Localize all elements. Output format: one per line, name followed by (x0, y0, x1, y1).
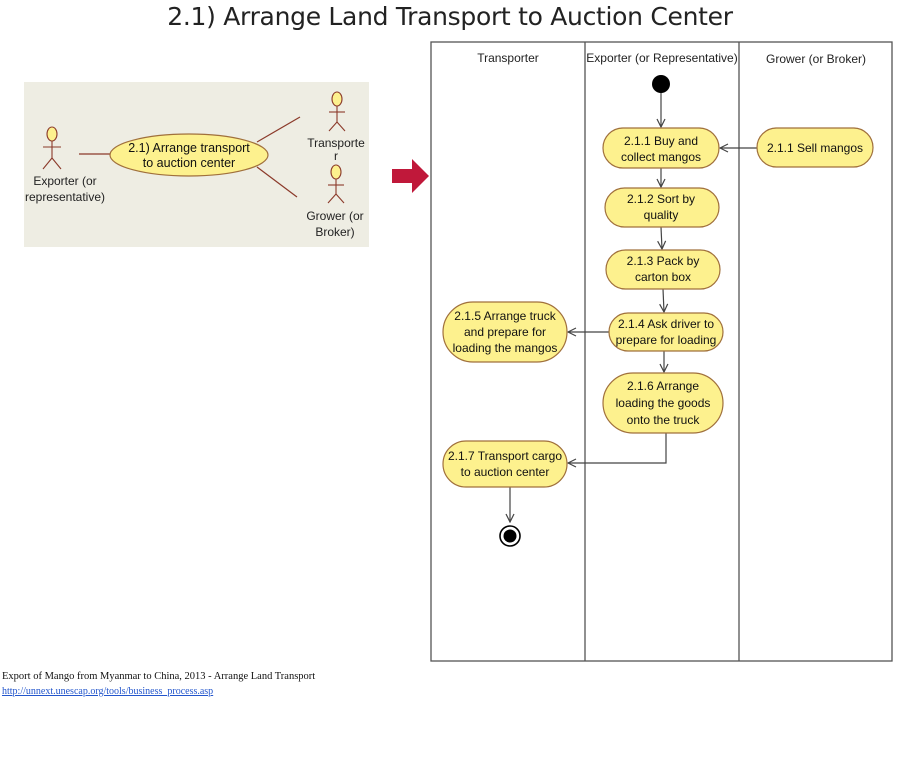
activity-buy-collect: 2.1.1 Buy and collect mangos (602, 127, 720, 169)
actor-exporter-icon (42, 126, 62, 170)
start-node-icon (652, 75, 670, 93)
flow-pack-ask (663, 288, 664, 312)
svg-text:loading the goods: loading the goods (616, 396, 711, 410)
actor-grower-label-line1: Grower (or (306, 209, 363, 223)
svg-text:2.1.6 Arrange: 2.1.6 Arrange (627, 379, 699, 393)
lane-title-exporter: Exporter (or Representative) (586, 51, 737, 65)
source-caption: Export of Mango from Myanmar to China, 2… (2, 671, 316, 682)
control-flows (510, 92, 757, 522)
right-arrow-icon (392, 159, 429, 193)
svg-text:2.1.3 Pack by: 2.1.3 Pack by (627, 254, 700, 268)
activity-arrange-truck: 2.1.5 Arrange truck and prepare for load… (442, 301, 568, 363)
actor-grower-label-line2: Broker) (315, 225, 354, 239)
actor-exporter-label-line1: Exporter (or (33, 174, 96, 188)
use-case-ellipse (109, 133, 269, 177)
activity-ask-driver: 2.1.4 Ask driver to prepare for loading (608, 312, 724, 352)
lane-title-transporter: Transporter (477, 51, 539, 65)
page-title: 2.1) Arrange Land Transport to Auction C… (167, 2, 733, 31)
svg-text:2.1.1 Buy and: 2.1.1 Buy and (624, 134, 698, 148)
svg-text:2.1.4 Ask driver to: 2.1.4 Ask driver to (618, 317, 714, 331)
svg-text:collect mangos: collect mangos (621, 150, 701, 164)
activity-arrange-loading: 2.1.6 Arrange loading the goods onto the… (602, 372, 724, 434)
svg-text:loading the mangos: loading the mangos (453, 341, 558, 355)
actor-transporter-icon (328, 91, 346, 132)
activity-transport-cargo: 2.1.7 Transport cargo to auction center (442, 440, 568, 488)
svg-text:carton box: carton box (635, 270, 691, 284)
svg-text:2.1.7 Transport cargo: 2.1.7 Transport cargo (448, 449, 562, 463)
flow-load-transport (568, 433, 667, 463)
source-link[interactable]: http://unnext.unescap.org/tools/business… (2, 686, 214, 697)
actor-grower-icon (327, 164, 345, 204)
use-case-diagram: 2.1) Arrange transport to auction center… (25, 91, 365, 239)
svg-text:2.1.5 Arrange truck: 2.1.5 Arrange truck (454, 309, 556, 323)
activity-sort-quality: 2.1.2 Sort by quality (604, 187, 720, 228)
end-node-icon (499, 525, 521, 547)
svg-text:onto the truck: onto the truck (627, 413, 701, 427)
svg-text:prepare for loading: prepare for loading (616, 333, 717, 347)
svg-text:to auction center: to auction center (461, 465, 550, 479)
activity-pack-carton: 2.1.3 Pack by carton box (605, 249, 721, 290)
activity-sell-mangos: 2.1.1 Sell mangos (756, 127, 874, 168)
actor-transporter-label-line1: Transporte (307, 136, 365, 150)
svg-text:quality: quality (644, 208, 679, 222)
svg-text:and prepare for: and prepare for (464, 325, 546, 339)
use-case-label-line2: to auction center (143, 156, 235, 170)
actor-transporter-label-line2: r (334, 149, 338, 163)
use-case-label-line1: 2.1) Arrange transport (128, 141, 250, 155)
svg-text:2.1.1 Sell mangos: 2.1.1 Sell mangos (767, 141, 863, 155)
lane-title-grower: Grower (or Broker) (766, 52, 866, 66)
actor-exporter-label-line2: representative) (25, 190, 105, 204)
association-grower (256, 166, 298, 198)
svg-text:2.1.2 Sort by: 2.1.2 Sort by (627, 192, 695, 206)
association-transporter (256, 116, 301, 143)
flow-sort-pack (661, 226, 662, 249)
